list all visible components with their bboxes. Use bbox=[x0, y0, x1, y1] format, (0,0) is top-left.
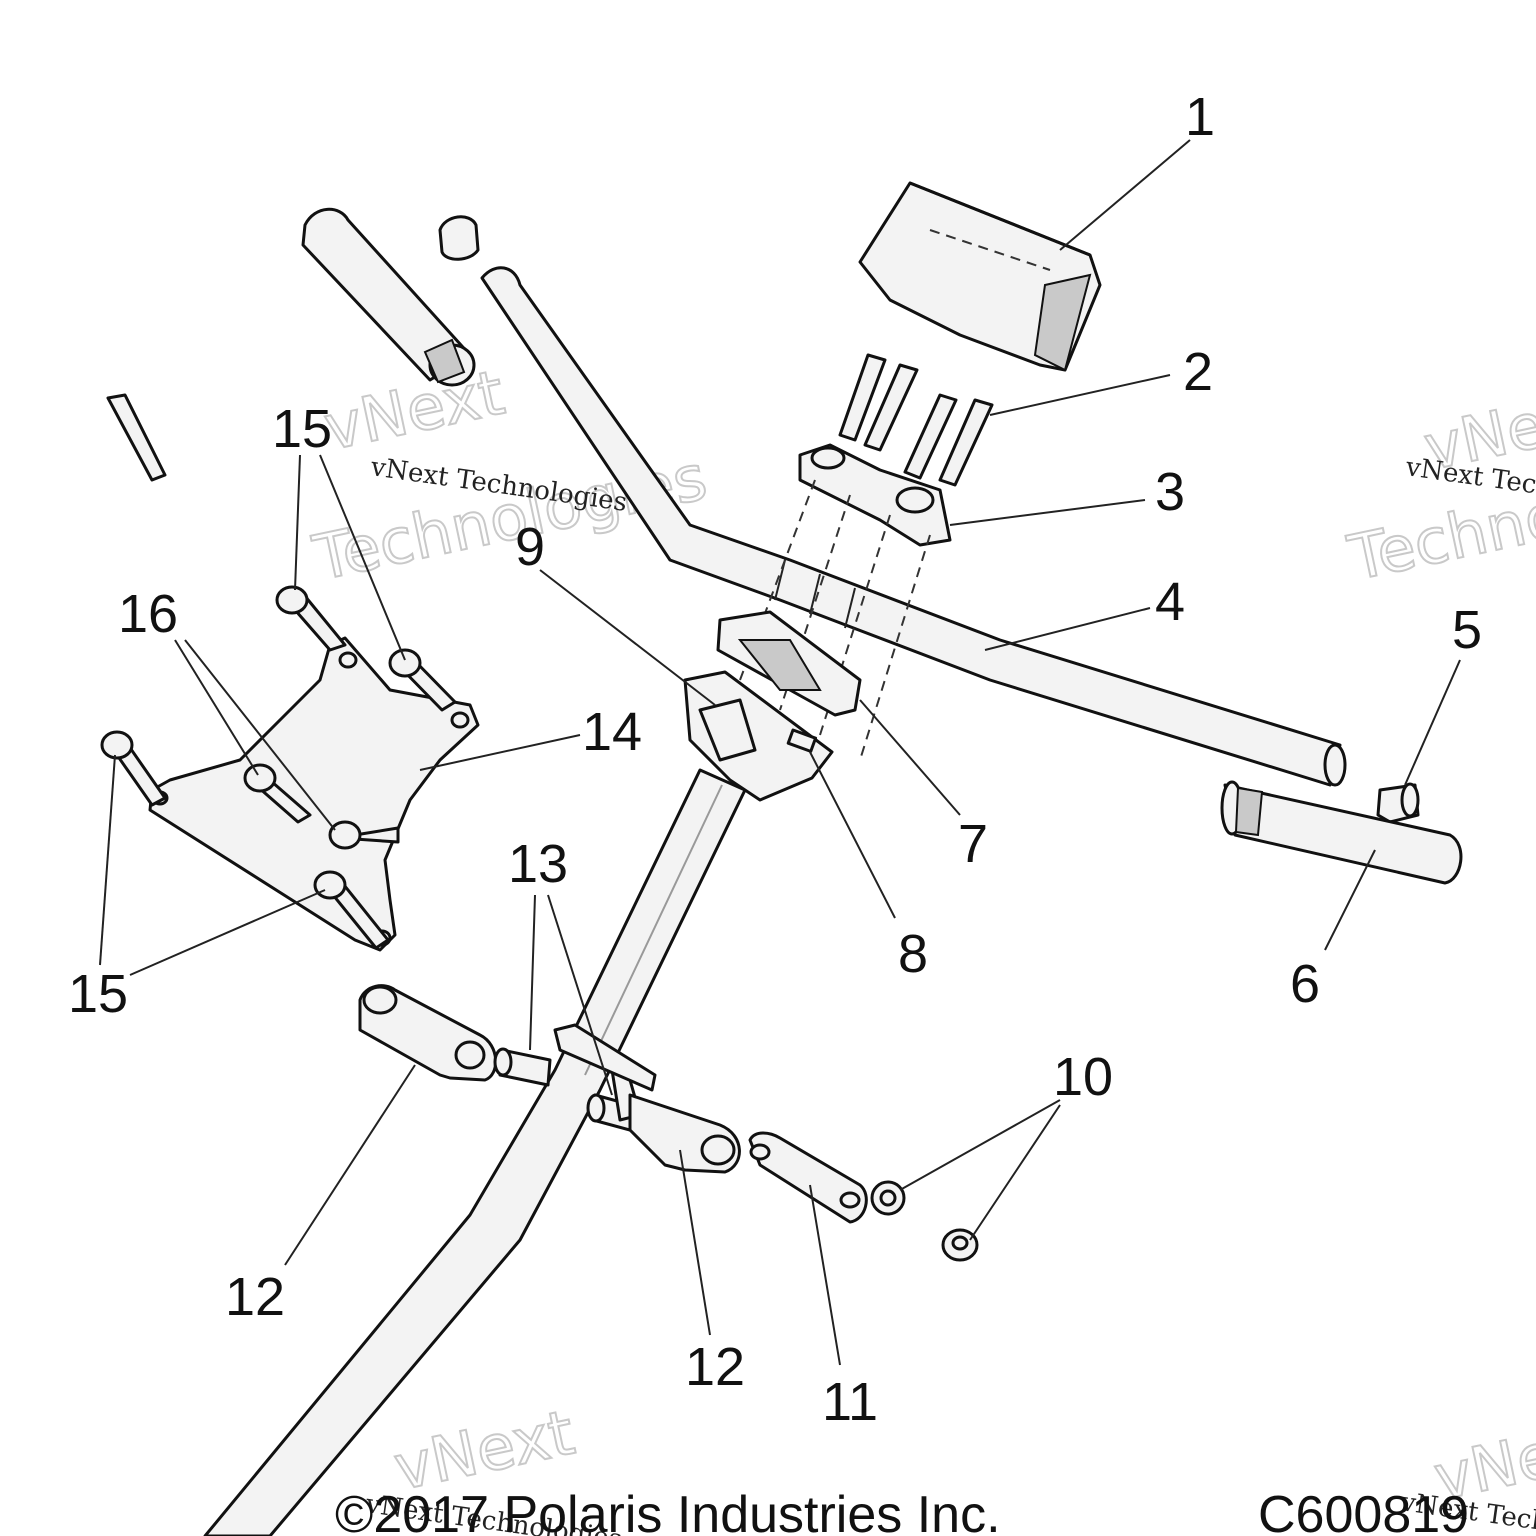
left-grip bbox=[301, 207, 476, 387]
riser-bracket bbox=[683, 670, 834, 802]
copyright-text: ©2017 Polaris Industries Inc. bbox=[335, 1486, 1001, 1536]
mount-plate bbox=[148, 636, 480, 952]
handlebar bbox=[480, 266, 1347, 787]
handlebar-cover bbox=[858, 181, 1102, 372]
callout-13: 13 bbox=[508, 834, 568, 894]
right-grip bbox=[1220, 780, 1463, 885]
callout-7: 7 bbox=[958, 814, 988, 874]
callout-9: 9 bbox=[515, 517, 545, 577]
callout-10: 10 bbox=[1053, 1047, 1113, 1107]
callout-15-top: 15 bbox=[272, 399, 332, 459]
figure-code: C600819 bbox=[1258, 1486, 1469, 1536]
watermark-big-1: vNext bbox=[318, 356, 510, 465]
leader-lines bbox=[99, 139, 1461, 1366]
callout-16: 16 bbox=[118, 584, 178, 644]
right-link bbox=[628, 1093, 741, 1174]
callout-12-left: 12 bbox=[225, 1267, 285, 1327]
lower-clamp bbox=[716, 610, 862, 717]
callout-labels: 1 2 3 4 5 6 7 8 9 10 11 12 12 13 14 15 1… bbox=[68, 87, 1482, 1432]
callout-3: 3 bbox=[1155, 462, 1185, 522]
footer: ©2017 Polaris Industries Inc. C600819 bbox=[335, 1486, 1469, 1536]
tie-arm bbox=[748, 1131, 868, 1224]
callout-6: 6 bbox=[1290, 954, 1320, 1014]
upper-clamp bbox=[798, 443, 952, 547]
callout-5: 5 bbox=[1452, 600, 1482, 660]
steering-column bbox=[203, 768, 747, 1536]
callout-1: 1 bbox=[1185, 87, 1215, 147]
callout-2: 2 bbox=[1183, 342, 1213, 402]
left-link bbox=[358, 984, 498, 1082]
callout-15-bottom: 15 bbox=[68, 964, 128, 1024]
mount-bolts bbox=[100, 393, 457, 950]
lock-nuts bbox=[870, 1180, 979, 1262]
clamp-bolts bbox=[838, 353, 994, 487]
callout-4: 4 bbox=[1155, 572, 1185, 632]
callout-11: 11 bbox=[822, 1372, 878, 1432]
column-collar bbox=[553, 1023, 657, 1092]
callout-12-right: 12 bbox=[685, 1337, 745, 1397]
left-end-cap bbox=[438, 215, 480, 261]
callout-8: 8 bbox=[898, 924, 928, 984]
callout-14: 14 bbox=[582, 702, 642, 762]
right-end-cap bbox=[1376, 782, 1420, 824]
